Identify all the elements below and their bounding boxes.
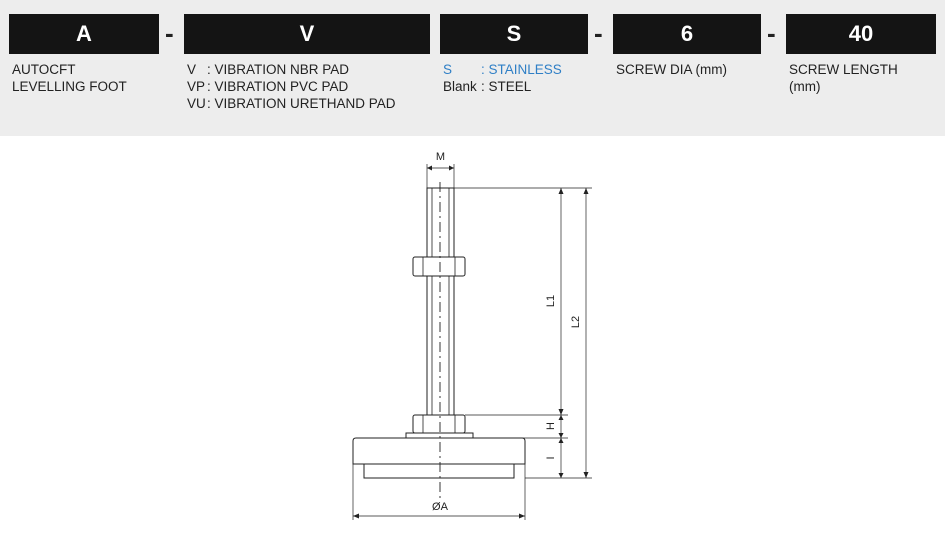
material-value: STEEL bbox=[488, 79, 532, 94]
levelling-foot-drawing: M L1 L2 H I ØA bbox=[352, 151, 592, 520]
desc-pad-row: V: VIBRATION NBR PAD bbox=[187, 61, 396, 78]
desc-material-row-steel: Blank: STEEL bbox=[443, 78, 562, 95]
a-arrow-right bbox=[519, 513, 525, 519]
code-box-pad: V bbox=[184, 14, 430, 54]
l2-arrow-bottom bbox=[583, 472, 589, 478]
pad-value: VIBRATION PVC PAD bbox=[214, 79, 349, 94]
material-value: STAINLESS bbox=[488, 62, 562, 77]
material-key: Blank bbox=[443, 79, 477, 94]
l1-arrow-bottom bbox=[558, 409, 564, 415]
desc-material: S: STAINLESS Blank: STEEL bbox=[443, 61, 562, 95]
code-material: S bbox=[506, 21, 522, 46]
l1-arrow-top bbox=[558, 188, 564, 194]
desc-screw-dia: SCREW DIA (mm) bbox=[616, 61, 727, 78]
code-box-series: A bbox=[9, 14, 159, 54]
code-box-screw-length: 40 bbox=[786, 14, 936, 54]
desc-series-line-2: LEVELLING FOOT bbox=[12, 79, 127, 94]
pad-key: V bbox=[187, 62, 197, 77]
separator-3: - bbox=[767, 18, 776, 48]
material-sep: : bbox=[481, 79, 485, 94]
m-arrow-left bbox=[427, 165, 432, 171]
threaded-rod bbox=[426, 187, 455, 417]
pad-value: VIBRATION NBR PAD bbox=[214, 62, 350, 77]
desc-screw-length-line-1: SCREW LENGTH bbox=[789, 62, 898, 77]
pad-sep: : bbox=[207, 79, 211, 94]
code-series: A bbox=[76, 21, 92, 46]
desc-screw-dia-line: SCREW DIA (mm) bbox=[616, 62, 727, 77]
dim-label-l1: L1 bbox=[545, 295, 557, 307]
separator-1: - bbox=[165, 18, 174, 48]
dim-label-a: ØA bbox=[432, 501, 449, 513]
h-arrow-bottom bbox=[558, 433, 564, 438]
code-screw-dia: 6 bbox=[680, 21, 694, 46]
dim-label-m: M bbox=[436, 151, 445, 163]
i-arrow-top bbox=[558, 438, 564, 443]
desc-series: AUTOCFT LEVELLING FOOT bbox=[12, 61, 127, 95]
code-box-material: S bbox=[440, 14, 588, 54]
desc-screw-length-line-2: (mm) bbox=[789, 79, 821, 94]
code-box-screw-dia: 6 bbox=[613, 14, 761, 54]
code-pad: V bbox=[299, 21, 315, 46]
material-key: S bbox=[443, 62, 453, 77]
dim-label-l2: L2 bbox=[570, 316, 582, 328]
upper-nut bbox=[412, 256, 466, 277]
desc-pad-row: VP: VIBRATION PVC PAD bbox=[187, 78, 396, 95]
material-sep: : bbox=[481, 62, 485, 77]
m-arrow-right bbox=[449, 165, 454, 171]
pad-value: VIBRATION URETHAND PAD bbox=[214, 96, 396, 111]
pad-key: VP bbox=[187, 79, 206, 94]
desc-pad: V: VIBRATION NBR PAD VP: VIBRATION PVC P… bbox=[187, 61, 396, 112]
separator-2: - bbox=[594, 18, 603, 48]
lower-nut bbox=[412, 414, 466, 434]
pad-sep: : bbox=[207, 96, 211, 111]
pad-sep: : bbox=[207, 62, 211, 77]
desc-pad-row: VU: VIBRATION URETHAND PAD bbox=[187, 95, 396, 112]
dim-label-i: I bbox=[545, 456, 557, 459]
pad-key: VU bbox=[187, 96, 206, 111]
desc-material-row-stainless: S: STAINLESS bbox=[443, 61, 562, 78]
l2-arrow-top bbox=[583, 188, 589, 194]
desc-screw-length: SCREW LENGTH (mm) bbox=[789, 61, 898, 95]
dim-label-h: H bbox=[545, 422, 557, 430]
code-screw-length: 40 bbox=[848, 21, 874, 46]
base-body bbox=[352, 437, 526, 465]
rubber-pad bbox=[363, 463, 515, 479]
desc-series-line-1: AUTOCFT bbox=[12, 62, 76, 77]
i-arrow-bottom bbox=[558, 473, 564, 478]
a-arrow-left bbox=[353, 513, 359, 519]
h-arrow-top bbox=[558, 415, 564, 420]
washer bbox=[405, 432, 474, 439]
